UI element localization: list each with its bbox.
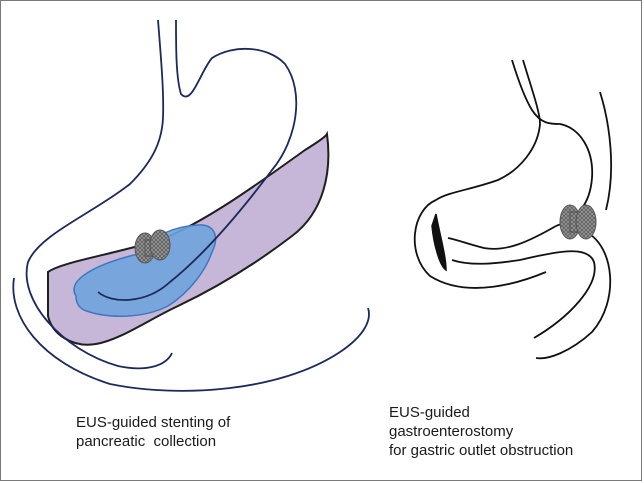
stent-icon: [135, 230, 170, 263]
caption-left-line: EUS-guided stenting of: [76, 413, 230, 432]
caption-right-line: gastroenterostomy: [389, 422, 573, 441]
caption-left-line: pancreatic collection: [76, 432, 230, 451]
stent-icon-right: [560, 205, 596, 239]
caption-left: EUS-guided stenting of pancreatic collec…: [76, 413, 230, 451]
pylorus-obstruction: [432, 214, 446, 270]
caption-right: EUS-guided gastroenterostomy for gastric…: [389, 403, 573, 460]
caption-right-line: EUS-guided: [389, 403, 573, 422]
caption-right-line: for gastric outlet obstruction: [389, 441, 573, 460]
right-panel-illustration: [415, 60, 611, 358]
left-panel-illustration: [13, 20, 369, 391]
